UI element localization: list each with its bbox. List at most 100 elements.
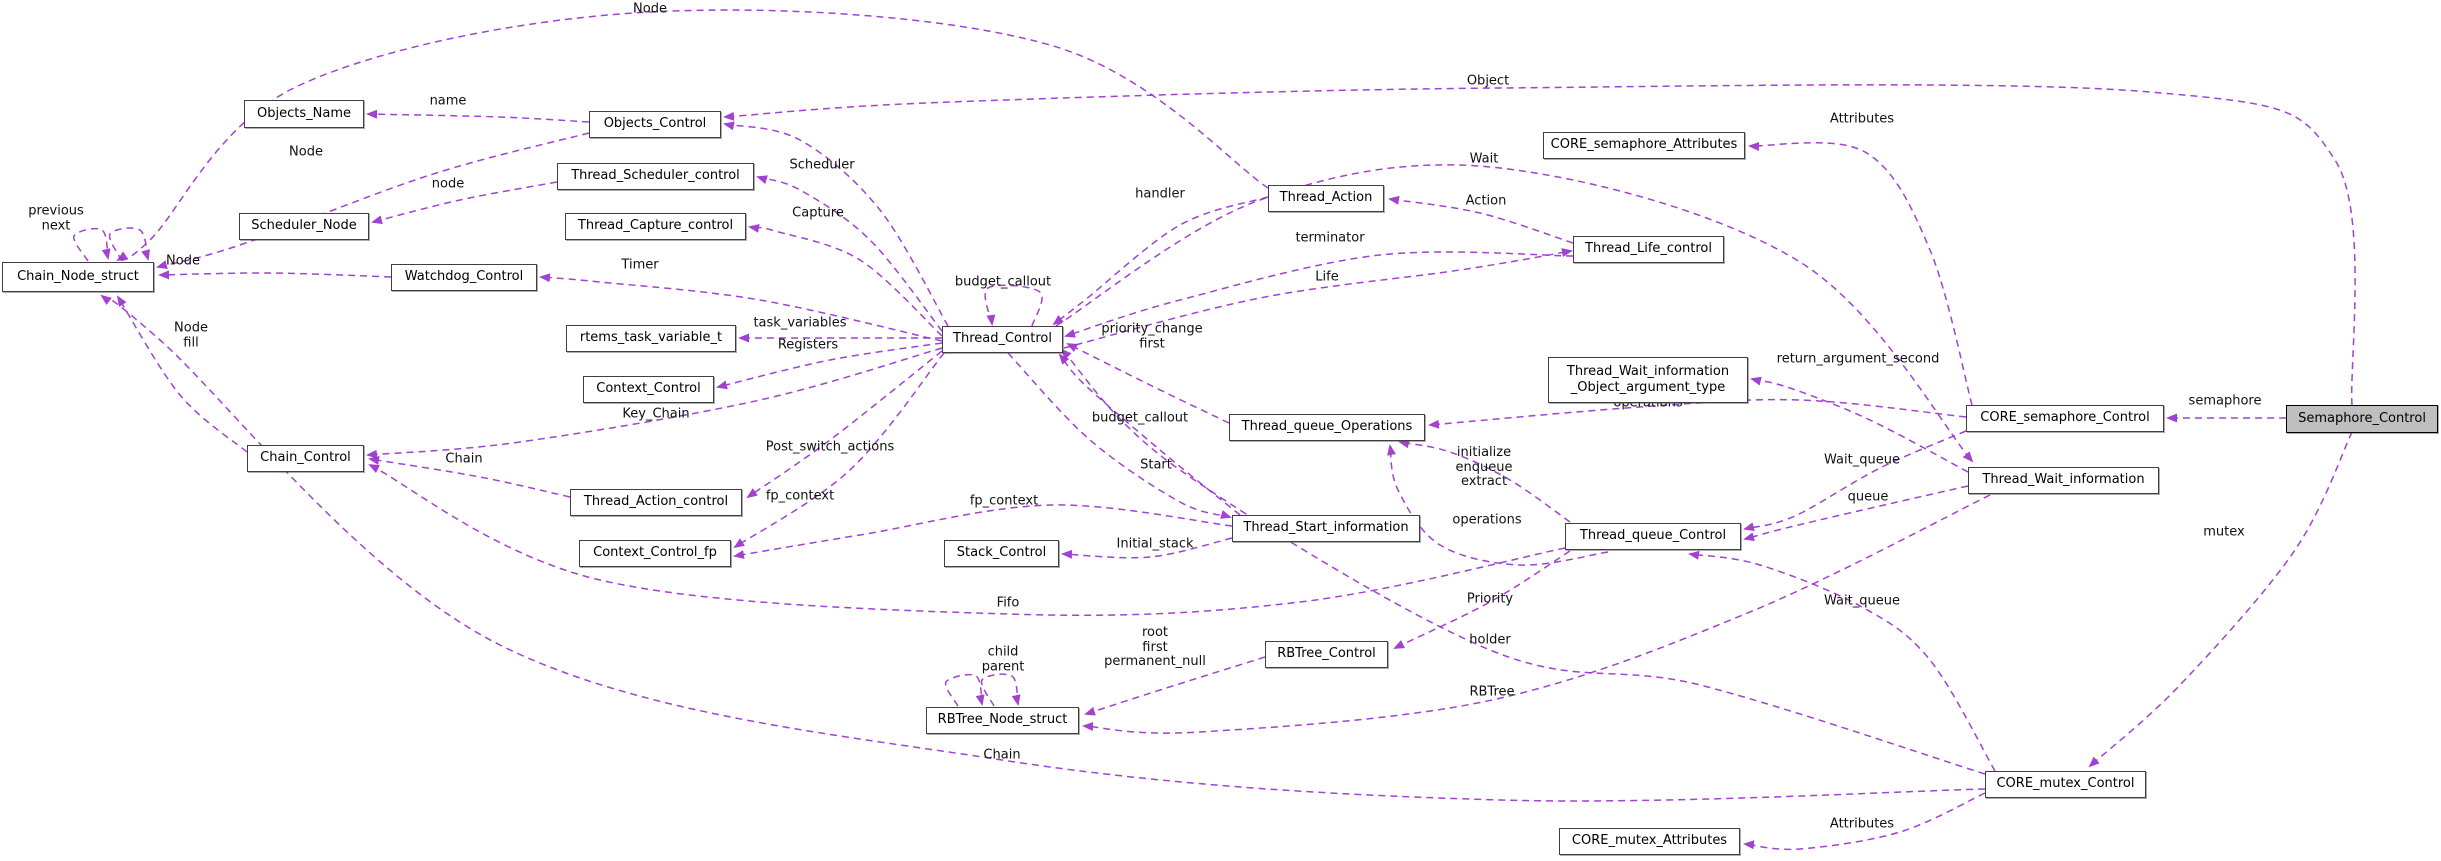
edge-life [1063, 248, 1573, 349]
node-core_mutex_control[interactable]: CORE_mutex_Control [1985, 771, 2146, 798]
edge-timer [539, 273, 943, 342]
edge-node-top [116, 9, 1269, 262]
edge-initialize-enqueue-extract [1398, 439, 1571, 523]
edge-next-loop [108, 227, 151, 262]
node-label: Thread_Control [953, 331, 1052, 347]
node-thread_queue_control[interactable]: Thread_queue_Control [1565, 523, 1741, 550]
edge-wait-queue-lower [1688, 550, 1996, 772]
edge-queue [1743, 485, 1969, 542]
node-label: Thread_Action [1279, 190, 1373, 206]
node-objects_control[interactable]: Objects_Control [589, 111, 721, 138]
edge-start [1007, 352, 1232, 519]
node-thread_capture_control[interactable]: Thread_Capture_control [565, 213, 746, 240]
edge-wait-queue-upper [1743, 430, 1967, 532]
edge-operations-lower [1387, 444, 1609, 566]
edge-parent-loop [980, 673, 1021, 707]
edge-fifo [368, 464, 1566, 616]
node-context_control_fp[interactable]: Context_Control_fp [579, 540, 731, 567]
edge-capture [748, 224, 943, 337]
edge-post-switch-actions [746, 350, 943, 499]
node-label: Thread_Scheduler_control [571, 168, 740, 184]
node-semaphore_control[interactable]: Semaphore_Control [2286, 405, 2438, 433]
node-thread_start_information[interactable]: Thread_Start_information [1232, 515, 1420, 542]
node-label: Thread_Capture_control [577, 218, 734, 234]
edge-scheduler [756, 175, 943, 332]
node-core_semaphore_attributes[interactable]: CORE_semaphore_Attributes [1543, 132, 1745, 159]
edge-object-left [723, 121, 949, 327]
edge-handler [1052, 196, 1269, 326]
edge-attributes-bottom [1743, 792, 1986, 851]
edge-holder [1060, 348, 1986, 775]
node-watchdog_control[interactable]: Watchdog_Control [391, 264, 537, 291]
edge-previous-loop [73, 227, 111, 262]
node-label: Objects_Name [257, 105, 351, 121]
edge-node-sched [371, 181, 558, 225]
node-context_control[interactable]: Context_Control [583, 376, 714, 403]
edge-budget-self [984, 284, 1043, 327]
node-label: Thread_Action_control [583, 494, 729, 510]
node-label: CORE_semaphore_Attributes [1550, 137, 1738, 153]
edge-priority [1393, 550, 1571, 649]
edge-node-objects [156, 132, 590, 269]
edge-return-argument-second [1750, 376, 1969, 473]
edge-rbtree [1082, 494, 1991, 734]
node-thread_scheduler_control[interactable]: Thread_Scheduler_control [557, 163, 754, 190]
node-thread_wait_information[interactable]: Thread_Wait_information [1968, 467, 2159, 494]
node-thread_action_control[interactable]: Thread_Action_control [570, 489, 742, 516]
node-thread_queue_operations[interactable]: Thread_queue_Operations [1229, 414, 1425, 441]
node-label: CORE_semaphore_Control [1980, 410, 2150, 426]
node-objects_name[interactable]: Objects_Name [244, 100, 364, 128]
node-thread_action[interactable]: Thread_Action [1268, 185, 1384, 212]
node-rbtree_control[interactable]: RBTree_Control [1265, 641, 1388, 668]
edge-registers [716, 342, 943, 390]
edge-action [1388, 195, 1574, 244]
node-label: RBTree_Control [1277, 646, 1376, 662]
node-label: CORE_mutex_Attributes [1571, 833, 1728, 849]
node-label: Stack_Control [956, 545, 1047, 561]
node-chain_control[interactable]: Chain_Control [247, 445, 364, 472]
edge-key-chain [366, 347, 943, 459]
edge-fp-context-left [733, 352, 945, 549]
edge-chain-mid [368, 456, 571, 498]
edge-attributes-top [1748, 141, 1973, 406]
node-thread_control[interactable]: Thread_Control [942, 326, 1063, 353]
node-label: Watchdog_Control [404, 269, 524, 285]
node-label: Chain_Control [260, 450, 351, 466]
node-label: Context_Control [596, 381, 701, 397]
node-label: Thread_Wait_information [1982, 472, 2145, 488]
node-chain_node_struct[interactable]: Chain_Node_struct [2, 262, 154, 292]
node-scheduler_node[interactable]: Scheduler_Node [239, 213, 369, 240]
edge-root-first-permanent-null [1084, 656, 1266, 716]
edge-node-watchdog [158, 270, 392, 280]
node-thread_wait_information_object_argument_type[interactable]: Thread_Wait_information_Object_argument_… [1548, 357, 1748, 403]
node-label: Scheduler_Node [251, 218, 357, 234]
node-label: RBTree_Node_struct [937, 712, 1068, 728]
edge-mutex [2088, 431, 2353, 768]
edge-chain-bottom [100, 294, 1986, 802]
node-label: Thread_Life_control [1585, 241, 1712, 257]
edge-terminator [1064, 251, 1574, 338]
node-label: Objects_Control [603, 116, 707, 132]
node-label: _Object_argument_type [1570, 380, 1726, 395]
node-core_mutex_attributes[interactable]: CORE_mutex_Attributes [1559, 828, 1740, 855]
node-core_semaphore_control[interactable]: CORE_semaphore_Control [1966, 405, 2164, 432]
node-label: Semaphore_Control [2298, 410, 2426, 426]
edge-child-loop [944, 673, 985, 707]
node-label: Thread_Start_information [1243, 520, 1409, 536]
edge-node-fill [116, 295, 248, 453]
edge-wait [1055, 164, 1974, 463]
node-rtems_task_variable_t[interactable]: rtems_task_variable_t [566, 325, 736, 352]
node-stack_control[interactable]: Stack_Control [944, 540, 1059, 567]
node-label: Thread_queue_Control [1579, 528, 1727, 544]
node-rbtree_node_struct[interactable]: RBTree_Node_struct [926, 707, 1079, 734]
edge-operations-upper [1428, 398, 1967, 429]
edge-name [366, 109, 590, 123]
node-label: rtems_task_variable_t [579, 330, 723, 346]
edge-object-top [723, 84, 2356, 406]
node-label: Thread_queue_Operations [1241, 419, 1413, 435]
edge-fp-context-right [733, 504, 1233, 559]
node-label: Thread_Wait_information [1566, 363, 1730, 379]
node-thread_life_control[interactable]: Thread_Life_control [1573, 236, 1724, 263]
